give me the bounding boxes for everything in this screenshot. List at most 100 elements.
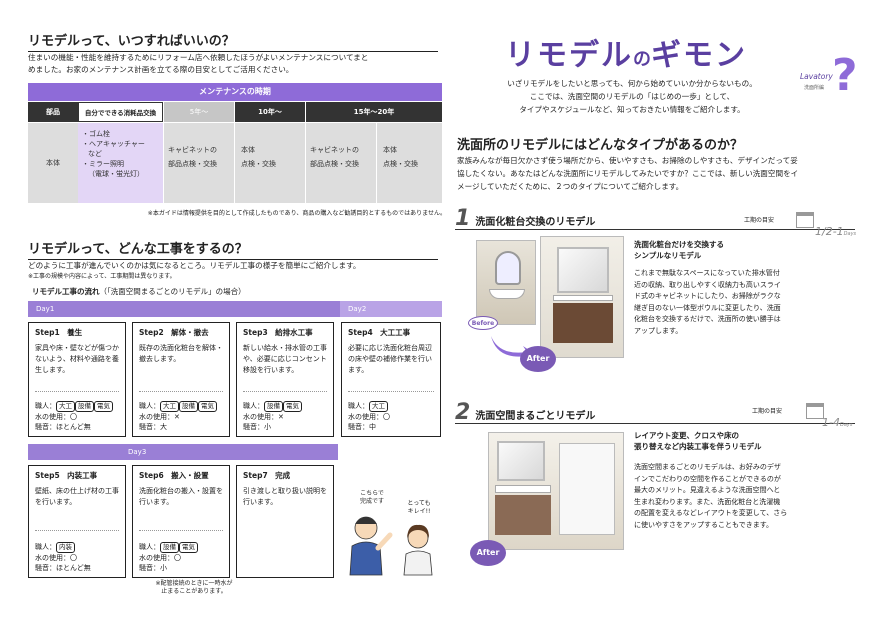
intro-2: ここでは、洗面空間のリモデルの「はじめの一歩」として、	[529, 92, 735, 101]
section2-title: リモデルって、どんな工事をするの？	[28, 238, 438, 260]
type1-desc: これまで無駄なスペースになっていた排水管付 近の収納、取り出しやすく収納力も高い…	[634, 268, 844, 337]
day3-bar: Day3	[28, 444, 338, 460]
maintenance-table: メンテナンスの時期 部品 自分でできる消耗品交換 5年〜 10年〜 15年〜20…	[28, 83, 442, 203]
type2-period: 1-4Days	[822, 416, 852, 429]
step-desc: 家具や床・壁などが傷つかないよう、材料や通路を養生します。	[35, 344, 119, 374]
calendar-icon	[796, 212, 814, 228]
heading-line: シンプルなリモデル	[634, 251, 702, 260]
step-title: Step7 完成	[243, 471, 291, 480]
step6-card: Step6 搬入・設置 洗面化粧台の搬入・設置を行います。 職人：設備電気 水の…	[132, 465, 230, 578]
self-item: （電球・蛍光灯）	[88, 170, 144, 178]
customer-icon	[403, 524, 433, 576]
staff-tag: 内装	[56, 542, 75, 553]
staff-tag: 電気	[283, 401, 302, 412]
day2-bar: Day2	[340, 301, 442, 317]
divider	[243, 391, 327, 392]
cell-text: 部品点検・交換	[310, 160, 359, 168]
table-note: ※本ガイドは情報提供を目的として作成したものであり、商品の購入など勧誘目的とする…	[147, 210, 446, 217]
cell-text: キャビネットの	[168, 146, 217, 154]
noise-level: 騒音：小	[139, 564, 167, 572]
noise-level: 騒音：ほとんど無	[35, 423, 91, 431]
section1-title: リモデルって、いつすればいいの？	[28, 30, 438, 52]
step-title: Step6 搬入・設置	[139, 471, 209, 480]
staff-label: 職人：	[139, 402, 160, 410]
logo-sub: 洗面所編	[804, 85, 825, 91]
cell-text: 点検・交換	[241, 160, 276, 168]
col-part: 部品	[28, 102, 78, 122]
water-use: 水の使用：〇	[35, 413, 77, 421]
staff-label: 職人：	[35, 402, 56, 410]
step-info: 職人：大工設備電気 水の使用：〇 騒音：ほとんど無	[35, 401, 113, 432]
type1-period-label: 工期の目安	[744, 217, 775, 224]
maintenance-table-header: メンテナンスの時期	[28, 83, 442, 101]
after-photo	[540, 236, 624, 358]
step-title: Step4 大工工事	[348, 328, 411, 337]
step-desc: 壁紙、床の仕上げ材の工事を行います。	[35, 487, 119, 506]
heading-line: 洗面化粧台だけを交換する	[634, 240, 724, 249]
self-item: ・ミラー照明	[82, 160, 124, 168]
step4-card: Step4 大工工事 必要に応じ洗面化粧台周辺の床や壁の補修作業を行います。 職…	[341, 322, 441, 437]
desc-line: インでこだわりの空間を作ることができるのが	[634, 474, 781, 483]
desc-line: 最大のメリット。見違えるような洗面空間へと	[634, 486, 781, 494]
type2-header: 2 洗面空間まるごとリモデル	[455, 400, 855, 425]
water-use: 水の使用：✕	[243, 413, 284, 421]
noise-level: 騒音：小	[243, 423, 271, 431]
after-photo-2	[488, 432, 624, 550]
desc-line: 継ぎ目のない一体型ボウルに変更したり、洗面	[634, 303, 781, 312]
step-info: 職人：設備電気 水の使用：✕ 騒音：小	[243, 401, 302, 432]
type1-header: 1 洗面化粧台交換のリモデル	[455, 206, 855, 231]
type-title: 洗面化粧台交換のリモデル	[475, 217, 596, 228]
workers-illustration	[349, 516, 433, 576]
types-text-1: 家族みんなが毎日欠かさず使う場所だから、使いやすさも、お掃除のしやすさも、デザイ…	[457, 156, 798, 165]
step1-card: Step1 養生 家具や床・壁などが傷つかないよう、材料や通路を養生します。 職…	[28, 322, 126, 437]
step-info: 職人：大工 水の使用：〇 騒音：中	[348, 401, 390, 432]
types-title: 洗面所のリモデルにはどんなタイプがあるのか？	[457, 138, 744, 153]
bubble-clean: とっても キレイ!!	[407, 500, 431, 515]
heading-line: レイアウト変更、クロスや床の	[634, 431, 739, 440]
col-10y: 10年〜	[235, 102, 305, 122]
intro-3: タイプやスケジュールなど、知っておきたい情報をご紹介します。	[519, 105, 745, 114]
cell-15y-a: キャビネットの 部品点検・交換	[306, 123, 376, 203]
water-use: 水の使用：〇	[348, 413, 390, 421]
calendar-icon	[806, 403, 824, 419]
heading-line: 張り替えなど内装工事を伴うリモデル	[634, 442, 762, 451]
staff-tag: 設備	[75, 401, 94, 412]
staff-label: 職人：	[35, 543, 56, 551]
main-title: リモデルのギモン	[505, 30, 747, 74]
title-part: ギモン	[651, 38, 747, 73]
desc-line: これまで無駄なスペースになっていた排水管付	[634, 269, 780, 277]
divider	[35, 530, 119, 531]
step-info: 職人：設備電気 水の使用：〇 騒音：小	[139, 542, 198, 573]
water-use: 水の使用：〇	[139, 554, 181, 562]
water-use: 水の使用：〇	[35, 554, 77, 562]
divider	[139, 391, 223, 392]
after-badge: After	[520, 346, 556, 372]
divider	[35, 391, 119, 392]
staff-tag: 大工	[369, 401, 388, 412]
staff-tag: 設備	[160, 542, 179, 553]
desc-line: の配置を変えるなどレイアウトを変更して、さら	[634, 509, 788, 517]
lavatory-logo: ? Lavatory 洗面所編	[800, 50, 858, 101]
type2-heading: レイアウト変更、クロスや床の 張り替えなど内装工事を伴うリモデル	[634, 430, 762, 452]
step5-card: Step5 内装工事 壁紙、床の仕上げ材の工事を行います。 職人：内装 水の使用…	[28, 465, 126, 578]
type-number: 2	[455, 400, 471, 425]
cell-text: キャビネットの	[310, 146, 359, 154]
period-unit: Days	[839, 422, 853, 428]
note-line: ※配管接続のときに一時水が	[155, 580, 233, 587]
title-part: の	[633, 49, 651, 70]
type1-heading: 洗面化粧台だけを交換する シンプルなリモデル	[634, 239, 724, 261]
after-badge-2: After	[470, 540, 506, 566]
section2-note: ※工事の規模や内容によって、工事期間は異なります。	[28, 273, 176, 280]
before-badge: Before	[468, 316, 498, 330]
noise-level: 騒音：大	[139, 423, 167, 431]
bubble-complete: こちらで 完成です	[359, 490, 384, 505]
desc-line: 生まれ変わります。また、洗面化粧台と洗濯機	[634, 497, 781, 506]
desc-line: に使いやすさをアップすることもできます。	[634, 520, 774, 529]
title-part: リモデル	[505, 38, 633, 73]
self-item: ・ヘアキャッチャー	[82, 140, 145, 148]
cell-15y-b: 本体 点検・交換	[377, 123, 442, 203]
staff-label: 職人：	[348, 402, 369, 410]
step-info: 職人：大工設備電気 水の使用：✕ 騒音：大	[139, 401, 217, 432]
cell-text: 本体	[241, 146, 255, 154]
noise-level: 騒音：中	[348, 423, 376, 431]
